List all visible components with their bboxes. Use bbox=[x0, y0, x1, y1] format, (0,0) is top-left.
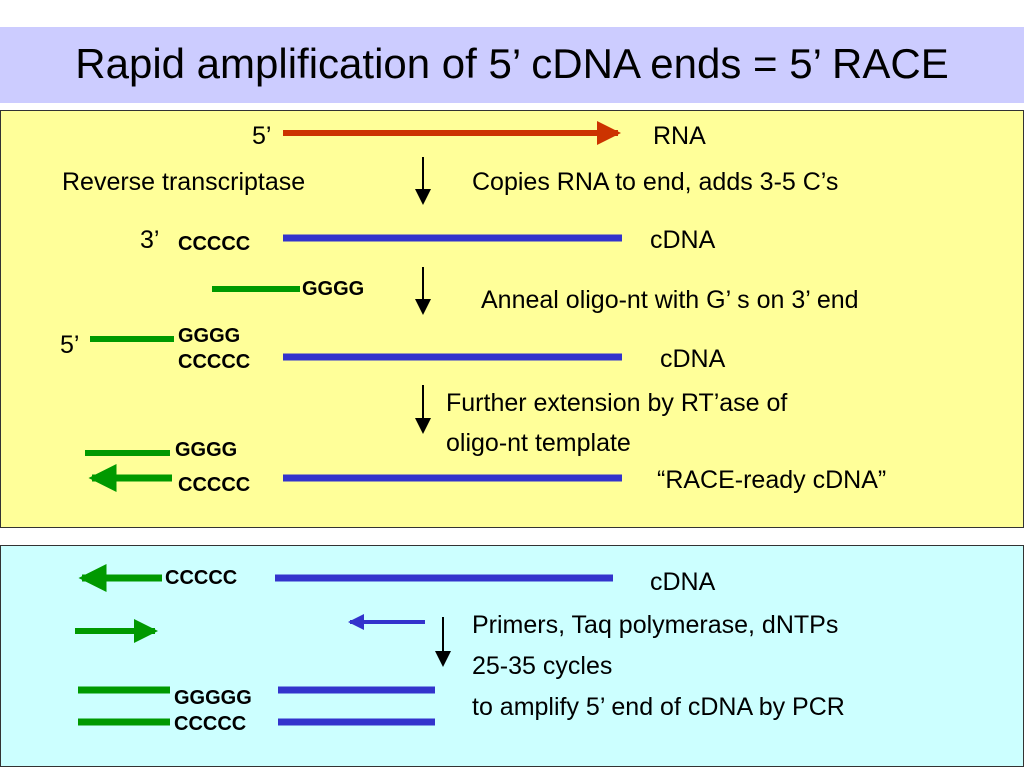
reverse-transcriptase-label: Reverse transcriptase bbox=[62, 168, 306, 196]
sequence-ccccc: CCCCC bbox=[178, 474, 251, 496]
copies-rna-note: Copies RNA to end, adds 3-5 C’s bbox=[472, 168, 839, 196]
sequence-ggggg: GGGGG bbox=[174, 687, 252, 709]
three-prime-label: 3’ bbox=[140, 226, 160, 254]
sequence-ccccc: CCCCC bbox=[178, 233, 251, 255]
further-extension-note-line1: Further extension by RT’ase of bbox=[446, 389, 788, 417]
race-ready-synthesis-panel bbox=[0, 110, 1024, 528]
pcr-cycles-note: 25-35 cycles bbox=[472, 652, 613, 680]
sequence-gggg: GGGG bbox=[175, 439, 238, 461]
five-prime-oligo-label: 5’ bbox=[60, 331, 80, 359]
cdna-label: cDNA bbox=[660, 345, 726, 373]
cdna-label: cDNA bbox=[650, 226, 716, 254]
rna-label: RNA bbox=[653, 122, 706, 150]
sequence-gggg: GGGG bbox=[302, 278, 365, 300]
race-ready-cdna-label: “RACE-ready cDNA” bbox=[657, 466, 887, 494]
slide-title: Rapid amplification of 5’ cDNA ends = 5’… bbox=[75, 40, 949, 87]
pcr-amplify-note: to amplify 5’ end of cDNA by PCR bbox=[472, 693, 845, 721]
five-prime-rna-label: 5’ bbox=[252, 122, 272, 150]
sequence-ccccc: CCCCC bbox=[178, 351, 251, 373]
cdna-label: cDNA bbox=[650, 568, 716, 596]
further-extension-note-line2: oligo-nt template bbox=[446, 429, 631, 457]
pcr-amplification-panel bbox=[0, 545, 1024, 767]
sequence-gggg: GGGG bbox=[178, 325, 241, 347]
pcr-reagents-note: Primers, Taq polymerase, dNTPs bbox=[472, 611, 839, 639]
sequence-ccccc: CCCCC bbox=[165, 567, 238, 589]
title-bar bbox=[0, 27, 1024, 103]
anneal-note: Anneal oligo-nt with G’ s on 3’ end bbox=[481, 286, 859, 314]
sequence-ccccc: CCCCC bbox=[174, 713, 247, 735]
